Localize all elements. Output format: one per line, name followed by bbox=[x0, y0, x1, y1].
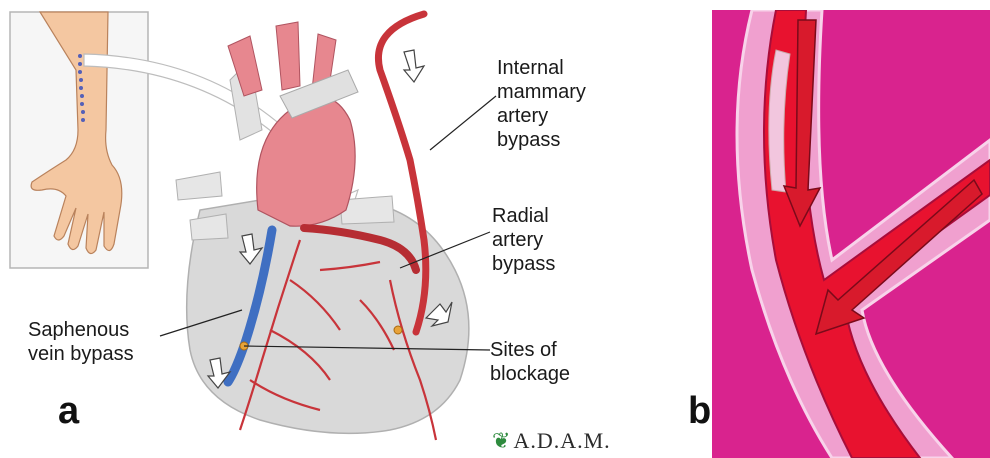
label-internal-mammary-artery-bypass: Internal mammary artery bypass bbox=[497, 56, 586, 152]
label-saphenous-vein-bypass: Saphenous vein bypass bbox=[28, 318, 134, 366]
panel-a-illustration: Internal mammary artery bypass Radial ar… bbox=[0, 0, 640, 458]
adam-logo-icon: ❦ bbox=[492, 428, 511, 453]
aorta bbox=[257, 97, 355, 226]
panel-b-drawing bbox=[712, 10, 990, 458]
adam-logo-text: A.D.A.M. bbox=[513, 428, 610, 453]
panel-label-a: a bbox=[58, 390, 79, 433]
panel-label-b: b bbox=[688, 390, 711, 433]
arm-inset bbox=[10, 12, 148, 268]
adam-logo: ❦A.D.A.M. bbox=[492, 428, 611, 454]
panel-b-illustration bbox=[712, 10, 990, 458]
label-sites-of-blockage: Sites of blockage bbox=[490, 338, 570, 386]
label-radial-artery-bypass: Radial artery bypass bbox=[492, 204, 555, 276]
